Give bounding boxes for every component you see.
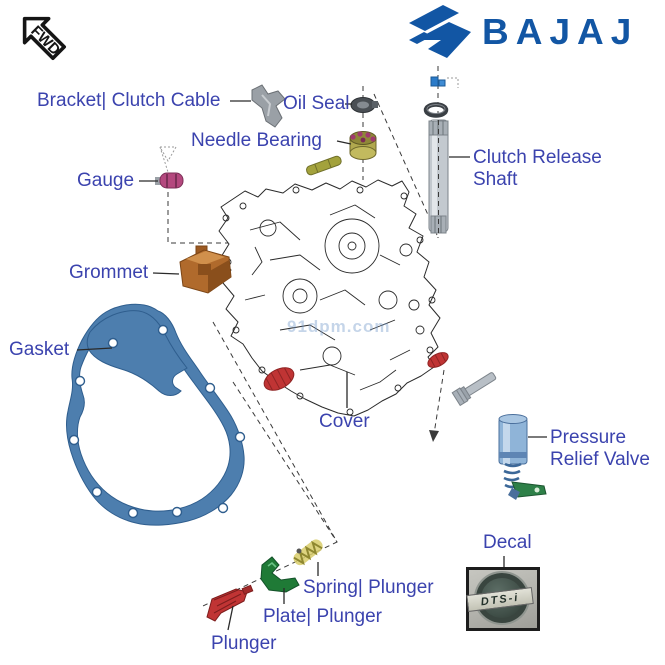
washer-graphic (423, 102, 449, 118)
gasket-graphic (66, 303, 246, 526)
label-oil-seal: Oil Seal (283, 93, 350, 114)
fitting-red-small-graphic (427, 352, 449, 368)
clip-graphic (430, 76, 446, 87)
label-spring-plunger: Spring| Plunger (303, 577, 434, 598)
watermark: 91dpm.com (287, 317, 391, 336)
dowel-pin-graphic (306, 155, 342, 176)
leader-lines (76, 100, 547, 631)
needle-bearing-graphic (349, 131, 377, 160)
oil-seal-graphic (350, 97, 378, 113)
bolt-graphic (451, 372, 497, 407)
arrow-head (429, 430, 439, 442)
spring-end-graphic (296, 548, 302, 554)
clutch-release-shaft-graphic (428, 119, 449, 234)
label-needle-bearing: Needle Bearing (191, 130, 322, 151)
label-gasket: Gasket (9, 339, 70, 360)
label-plunger: Plunger (211, 633, 277, 654)
pressure-relief-valve-graphic (498, 414, 547, 500)
label-cover: Cover (319, 411, 370, 432)
spring-plunger-graphic (293, 539, 323, 566)
bajaj-emblem-icon (409, 5, 471, 58)
gauge-graphic (155, 172, 184, 189)
label-pressure-relief-valve: Pressure Relief Valve (550, 427, 650, 471)
bracket-graphic (251, 84, 286, 128)
brand-wordmark: BAJAJ (482, 11, 639, 52)
decal-photo: DTS-i (466, 567, 540, 631)
label-decal: Decal (483, 532, 532, 553)
plate-plunger-graphic (260, 556, 300, 593)
label-clutch-release-shaft: Clutch Release Shaft (473, 147, 602, 191)
label-bracket-clutch-cable: Bracket| Clutch Cable (37, 90, 221, 111)
label-plate-plunger: Plate| Plunger (263, 606, 383, 627)
plunger-graphic (206, 584, 254, 622)
grommet-graphic (179, 245, 232, 294)
cover-graphic (218, 179, 441, 417)
label-grommet: Grommet (69, 262, 149, 283)
fwd-arrow-icon: FWD (22, 16, 67, 61)
label-gauge: Gauge (77, 170, 135, 191)
fitting-red-graphic (263, 367, 295, 391)
